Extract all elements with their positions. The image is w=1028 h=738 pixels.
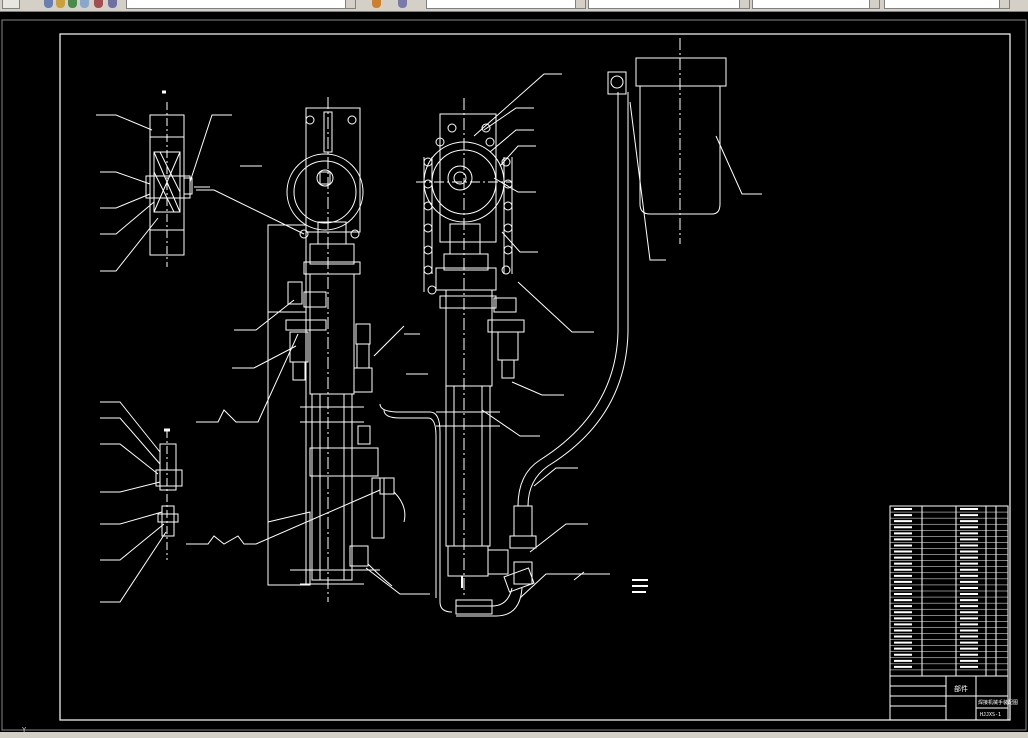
hose-lines: [379, 71, 629, 617]
detail-view-clamp: [155, 428, 183, 560]
title-block-drawing-name: 焊接机械手装配图: [978, 699, 1018, 706]
color-dropdown[interactable]: [426, 0, 586, 9]
detail-2-leaders: [100, 401, 167, 603]
chevron-down-icon[interactable]: [999, 0, 1009, 8]
plotstyle-dropdown[interactable]: [884, 0, 1010, 9]
chevron-down-icon[interactable]: [575, 0, 585, 8]
chevron-down-icon[interactable]: [869, 0, 879, 8]
title-block-part-label: 部件: [954, 684, 968, 693]
drawing-frame: [59, 33, 1011, 721]
title-block-drawing-number: HJJXS-1: [980, 712, 1001, 718]
chevron-down-icon[interactable]: [345, 0, 355, 8]
bom-table: 部件 焊接机械手装配图 HJJXS-1: [889, 505, 1018, 721]
detail-view-roller: [145, 90, 193, 267]
sheet-outer-border: [1, 19, 1027, 731]
app-menu-button[interactable]: [2, 0, 20, 9]
linetype-dropdown[interactable]: [588, 0, 750, 9]
tech-requirements-note: [632, 579, 648, 593]
water-tank: [635, 38, 727, 244]
layer-state-icon[interactable]: [398, 0, 407, 8]
new-icon[interactable]: [44, 0, 53, 8]
ucs-icon: Y: [22, 727, 26, 734]
print-icon[interactable]: [80, 0, 89, 8]
undo-icon[interactable]: [94, 0, 103, 8]
detail-1-leaders: [96, 114, 232, 272]
layer-manager-icon[interactable]: [372, 0, 381, 8]
drawing-canvas[interactable]: 部件 焊接机械手装配图 HJJXS-1: [0, 12, 1028, 732]
right-column-assembly: [416, 98, 525, 596]
save-icon[interactable]: [68, 0, 77, 8]
right-column-leaders: [473, 73, 594, 437]
layer-dropdown[interactable]: [126, 0, 356, 9]
left-column-leaders: [186, 165, 430, 595]
bom-rows: [890, 508, 1008, 671]
lineweight-dropdown[interactable]: [752, 0, 880, 9]
chain-links: [423, 137, 513, 295]
status-bar: [0, 732, 1028, 738]
chevron-down-icon[interactable]: [739, 0, 749, 8]
redo-icon[interactable]: [108, 0, 117, 8]
top-toolbar: [0, 0, 1028, 12]
tank-leaders: [519, 101, 762, 599]
open-icon[interactable]: [56, 0, 65, 8]
cad-drawing[interactable]: 部件 焊接机械手装配图 HJJXS-1: [0, 12, 1028, 732]
left-column-assembly: [267, 97, 406, 602]
ucs-label: Y: [22, 726, 27, 734]
